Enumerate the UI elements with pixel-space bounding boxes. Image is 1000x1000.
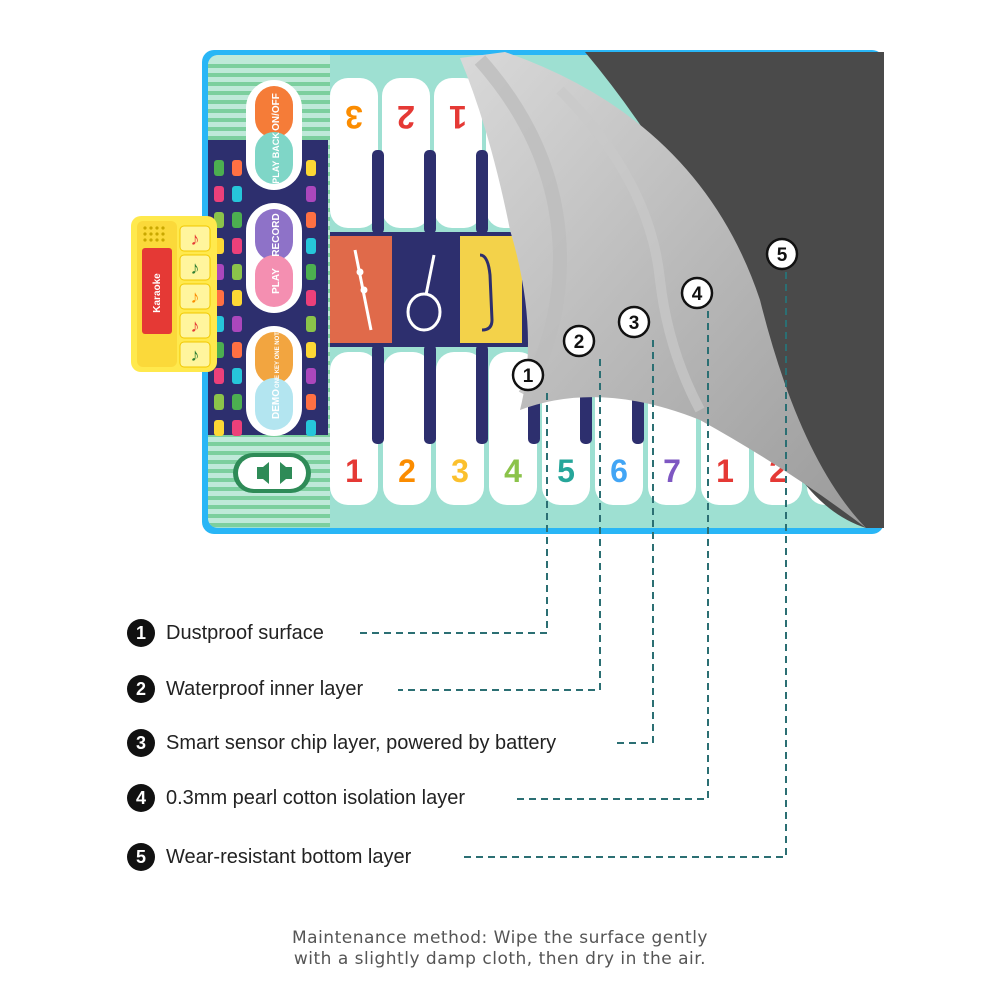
bottom-key-number: 1: [716, 453, 734, 489]
music-note-icon: ♪: [191, 229, 200, 249]
top-key-number: 3: [345, 99, 363, 135]
black-key-upper-3: [476, 150, 488, 234]
music-note-icon: ♪: [191, 258, 200, 278]
black-key-lower-1: [372, 344, 384, 444]
bottom-key-number: 2: [398, 453, 416, 489]
layer-marker-number-1: 1: [523, 366, 534, 387]
module-button-2: [179, 254, 211, 281]
bottom-key-number: 1: [345, 453, 363, 489]
leader-line-1: [355, 393, 548, 634]
legend-item-3: 3 Smart sensor chip layer, powered by ba…: [127, 728, 556, 758]
module-label: [142, 248, 172, 334]
layer-marker-3: [617, 305, 651, 339]
mode-buttons: [246, 80, 302, 436]
layer-marker-number-2: 2: [574, 332, 585, 353]
module-button-5: [179, 341, 211, 368]
layer-marker-2: [562, 324, 596, 358]
top-key-number: 2: [397, 99, 415, 135]
bottom-key-2: [383, 352, 431, 505]
guitar-icon: [406, 254, 442, 332]
button-play[interactable]: PLAY: [271, 268, 282, 294]
layer-marker-number-3: 3: [629, 313, 640, 334]
leader-line-2: [398, 359, 601, 691]
legend-label-5: Wear-resistant bottom layer: [166, 845, 412, 868]
leader-line-3: [612, 340, 654, 744]
legend-label-3: Smart sensor chip layer, powered by batt…: [166, 731, 557, 754]
module-button-1: [179, 225, 211, 252]
legend-number-3: 3: [127, 729, 155, 757]
module-button-3: [179, 283, 211, 310]
black-key-upper-2: [424, 150, 436, 234]
legend-label-4: 0.3mm pearl cotton isolation layer: [166, 786, 466, 809]
layer-marker-number-5: 5: [777, 245, 788, 266]
button-play-back[interactable]: PLAY BACK: [271, 132, 281, 184]
legend-item-1: 1 Dustproof surface: [127, 618, 324, 648]
bottom-key-1: [330, 352, 378, 505]
button-on-off[interactable]: ON/OFF: [271, 93, 282, 131]
bottom-key-number: 7: [663, 453, 681, 489]
volume-up-icon[interactable]: [280, 462, 292, 484]
layer-markers: 1 2 3 4 5: [511, 237, 799, 392]
music-note-icon: ♪: [191, 316, 200, 336]
top-key-1: [330, 78, 378, 228]
music-note-icon: ♪: [191, 287, 200, 307]
bottom-key-3: [436, 352, 484, 505]
bottom-key-number: 5: [557, 453, 575, 489]
legend-number-4: 4: [127, 784, 155, 812]
saxophone-icon: [479, 253, 494, 332]
layer-marker-4: [680, 276, 714, 310]
bottom-key-number: 6: [610, 453, 628, 489]
button-record[interactable]: RECORD: [271, 213, 282, 256]
maintenance-line-1: Maintenance method: Wipe the surface gen…: [292, 928, 708, 948]
bottom-key-number: 4: [504, 453, 522, 489]
button-demo[interactable]: DEMO: [271, 389, 282, 419]
black-key-lower-2: [424, 344, 436, 444]
top-key-number: 1: [449, 99, 467, 135]
sound-module[interactable]: Karaoke ♪ ♪ ♪ ♪ ♪: [131, 216, 217, 372]
legend-item-4: 4 0.3mm pearl cotton isolation layer: [127, 783, 465, 813]
speaker-grill: [143, 226, 165, 242]
maintenance-note: Maintenance method: Wipe the surface gen…: [0, 928, 1000, 970]
legend-item-2: 2 Waterproof inner layer: [127, 674, 363, 704]
top-key-3: [434, 78, 482, 228]
leader-lines: [355, 272, 787, 858]
volume-control[interactable]: [233, 453, 311, 493]
legend-label-2: Waterproof inner layer: [166, 677, 364, 700]
recorder-icon: [353, 249, 373, 331]
legend-item-5: 5 Wear-resistant bottom layer: [127, 842, 411, 872]
legend-number-1: 1: [127, 619, 155, 647]
leader-line-4: [512, 311, 709, 800]
legend-number-2: 2: [127, 675, 155, 703]
layer-marker-5: [765, 237, 799, 271]
button-one-key-one-note[interactable]: ONE KEY ONE NOTE: [275, 328, 281, 388]
bottom-key-number: 3: [451, 453, 469, 489]
module-brand: Karaoke: [152, 273, 163, 313]
top-key-2: [382, 78, 430, 228]
layer-marker-1: [511, 358, 545, 392]
volume-down-icon[interactable]: [257, 462, 269, 484]
legend-label-1: Dustproof surface: [166, 621, 324, 644]
black-key-lower-3: [476, 344, 488, 444]
layer-marker-number-4: 4: [692, 284, 703, 305]
module-button-4: [179, 312, 211, 339]
legend-number-5: 5: [127, 843, 155, 871]
maintenance-line-2: with a slightly damp cloth, then dry in …: [293, 949, 707, 969]
music-note-icon: ♪: [191, 345, 200, 365]
black-key-upper-1: [372, 150, 384, 234]
leader-line-5: [462, 272, 787, 858]
